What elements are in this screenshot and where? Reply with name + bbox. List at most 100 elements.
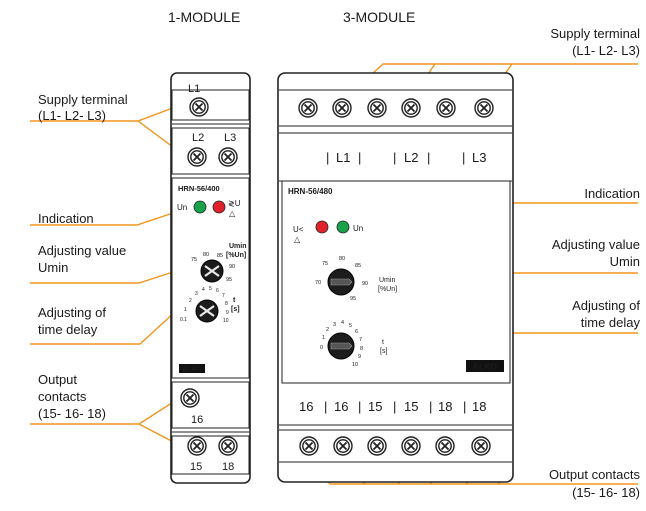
m1-time-knob[interactable] (195, 299, 219, 323)
m3-umin-unit: [%Un] (378, 286, 397, 293)
m3-bottom-label-15b: 15 (404, 399, 418, 414)
m3-umin-tick-90: 90 (362, 281, 368, 287)
m3-t-unit: [s] (380, 348, 387, 355)
m3-brand-badge (466, 360, 504, 372)
m1-model-label: HRN-56/400 (178, 184, 220, 193)
module-3-relay: | L1 | | L2 | | L3 HRN-56/480 U< △ Un 70… (277, 72, 514, 483)
right-output-label-1: Output contacts (549, 467, 641, 482)
left-output-label-1: Output (38, 372, 77, 387)
m3-top-label-l3: L3 (472, 150, 486, 165)
m3-top-label-l2: L2 (404, 150, 418, 165)
m3-separator: | (393, 399, 396, 414)
m1-umin-label: Umin (229, 243, 247, 250)
m1-hysteresis-icon: △ (229, 209, 236, 218)
m1-umin-tick-75: 75 (191, 257, 197, 263)
heading-3-module: 3-MODULE (343, 9, 415, 25)
m1-umin-knob[interactable] (200, 259, 224, 283)
m3-t-tick-10: 10 (352, 362, 358, 368)
left-supply-label-1: Supply terminal (38, 92, 128, 107)
m1-terminal-18: 18 (222, 461, 234, 473)
m1-terminal-15: 15 (190, 461, 202, 473)
left-indication-label: Indication (38, 211, 94, 226)
m3-t-label: t (382, 339, 384, 346)
m3-green-led (336, 220, 350, 234)
m3-u-symbol: U< (293, 225, 304, 234)
left-adjust-delay-label-2: time delay (38, 322, 98, 337)
m3-time-knob[interactable] (327, 332, 355, 360)
m1-u-symbol: ≷U (228, 199, 241, 208)
m3-umin-tick-95: 95 (350, 296, 356, 302)
m1-t-tick-7: 7 (222, 293, 225, 299)
m3-bottom-label-18a: 18 (438, 399, 452, 414)
right-adjust-value-label-2: Umin (610, 254, 640, 269)
m1-t-tick-5: 5 (209, 286, 212, 292)
m1-t-label: t (233, 297, 236, 304)
m3-bottom-label-16b: 16 (334, 399, 348, 414)
m3-separator: | (326, 150, 329, 165)
right-output-label-2: (15- 16- 18) (572, 485, 640, 500)
left-adjust-delay-label-1: Adjusting of (38, 305, 106, 320)
m3-separator: | (429, 399, 432, 414)
m3-t-tick-6: 6 (355, 329, 358, 335)
m3-umin-tick-75: 75 (322, 261, 328, 267)
m1-t-unit: [s] (231, 306, 240, 313)
m3-t-tick-0: 0 (320, 345, 323, 351)
m3-separator: | (324, 399, 327, 414)
m1-t-tick-2: 2 (189, 298, 192, 304)
m3-brand-logo: ELKO (473, 362, 497, 372)
right-supply-label-1: Supply terminal (550, 26, 640, 41)
m3-bottom-label-18b: 18 (472, 399, 486, 414)
m1-terminal-l3: L3 (224, 132, 236, 144)
m3-separator: | (427, 150, 430, 165)
m3-bottom-label-15a: 15 (368, 399, 382, 414)
m3-umin-tick-70: 70 (315, 280, 321, 286)
m3-t-tick-3: 3 (333, 322, 336, 328)
m1-un-label: Un (177, 203, 187, 212)
m1-t-tick-3: 3 (195, 291, 198, 297)
right-adjust-delay-label-2: time delay (581, 315, 641, 330)
m1-umin-tick-85: 85 (217, 253, 223, 259)
m1-t-tick-9: 9 (226, 310, 229, 316)
m3-separator: | (463, 399, 466, 414)
m1-t-tick-8: 8 (225, 301, 228, 307)
m1-t-tick-6: 6 (216, 288, 219, 294)
m3-umin-knob[interactable] (327, 268, 355, 296)
m1-terminal-l2: L2 (192, 132, 204, 144)
m3-model-label: HRN-56/480 (288, 187, 333, 196)
m1-green-led (193, 200, 207, 214)
m3-t-tick-1: 1 (322, 335, 325, 341)
m1-terminal-16: 16 (191, 414, 203, 426)
m1-t-tick-1: 1 (184, 307, 187, 313)
m3-hysteresis-icon: △ (294, 235, 301, 244)
m3-bottom-label-16a: 16 (299, 399, 313, 414)
m1-terminal-l1: L1 (188, 83, 200, 95)
module-1-relay: L1 L2 L3 HRN-56/400 Un ≷U △ Umin [%Un] 7… (170, 72, 251, 484)
m3-t-tick-4: 4 (341, 320, 344, 326)
heading-1-module: 1-MODULE (168, 9, 240, 25)
m3-t-tick-5: 5 (349, 323, 352, 329)
m1-red-led (212, 200, 226, 214)
m1-t-tick-0-1: 0.1 (180, 317, 187, 323)
m1-umin-tick-80: 80 (203, 252, 209, 258)
right-indication-label: Indication (584, 186, 640, 201)
m1-umin-tick-95: 95 (226, 277, 232, 283)
m1-brand-logo: ELKO (182, 367, 202, 374)
left-adjust-value-label-2: Umin (38, 260, 68, 275)
left-output-label-3: (15- 16- 18) (38, 406, 106, 421)
m3-umin-tick-85: 85 (355, 263, 361, 269)
m1-umin-tick-90: 90 (229, 264, 235, 270)
left-output-label-2: contacts (38, 389, 87, 404)
m3-separator: | (393, 150, 396, 165)
m3-red-led (315, 220, 329, 234)
left-adjust-value-label-1: Adjusting value (38, 243, 126, 258)
right-supply-label-2: (L1- L2- L3) (572, 43, 640, 58)
m3-t-tick-8: 8 (360, 346, 363, 352)
m1-umin-unit: [%Un] (226, 252, 246, 259)
m3-separator: | (358, 399, 361, 414)
m3-separator: | (462, 150, 465, 165)
right-adjust-value-label-1: Adjusting value (552, 237, 640, 252)
right-adjust-delay-label-1: Adjusting of (572, 298, 640, 313)
m3-separator: | (358, 150, 361, 165)
m1-t-tick-4: 4 (202, 287, 205, 293)
